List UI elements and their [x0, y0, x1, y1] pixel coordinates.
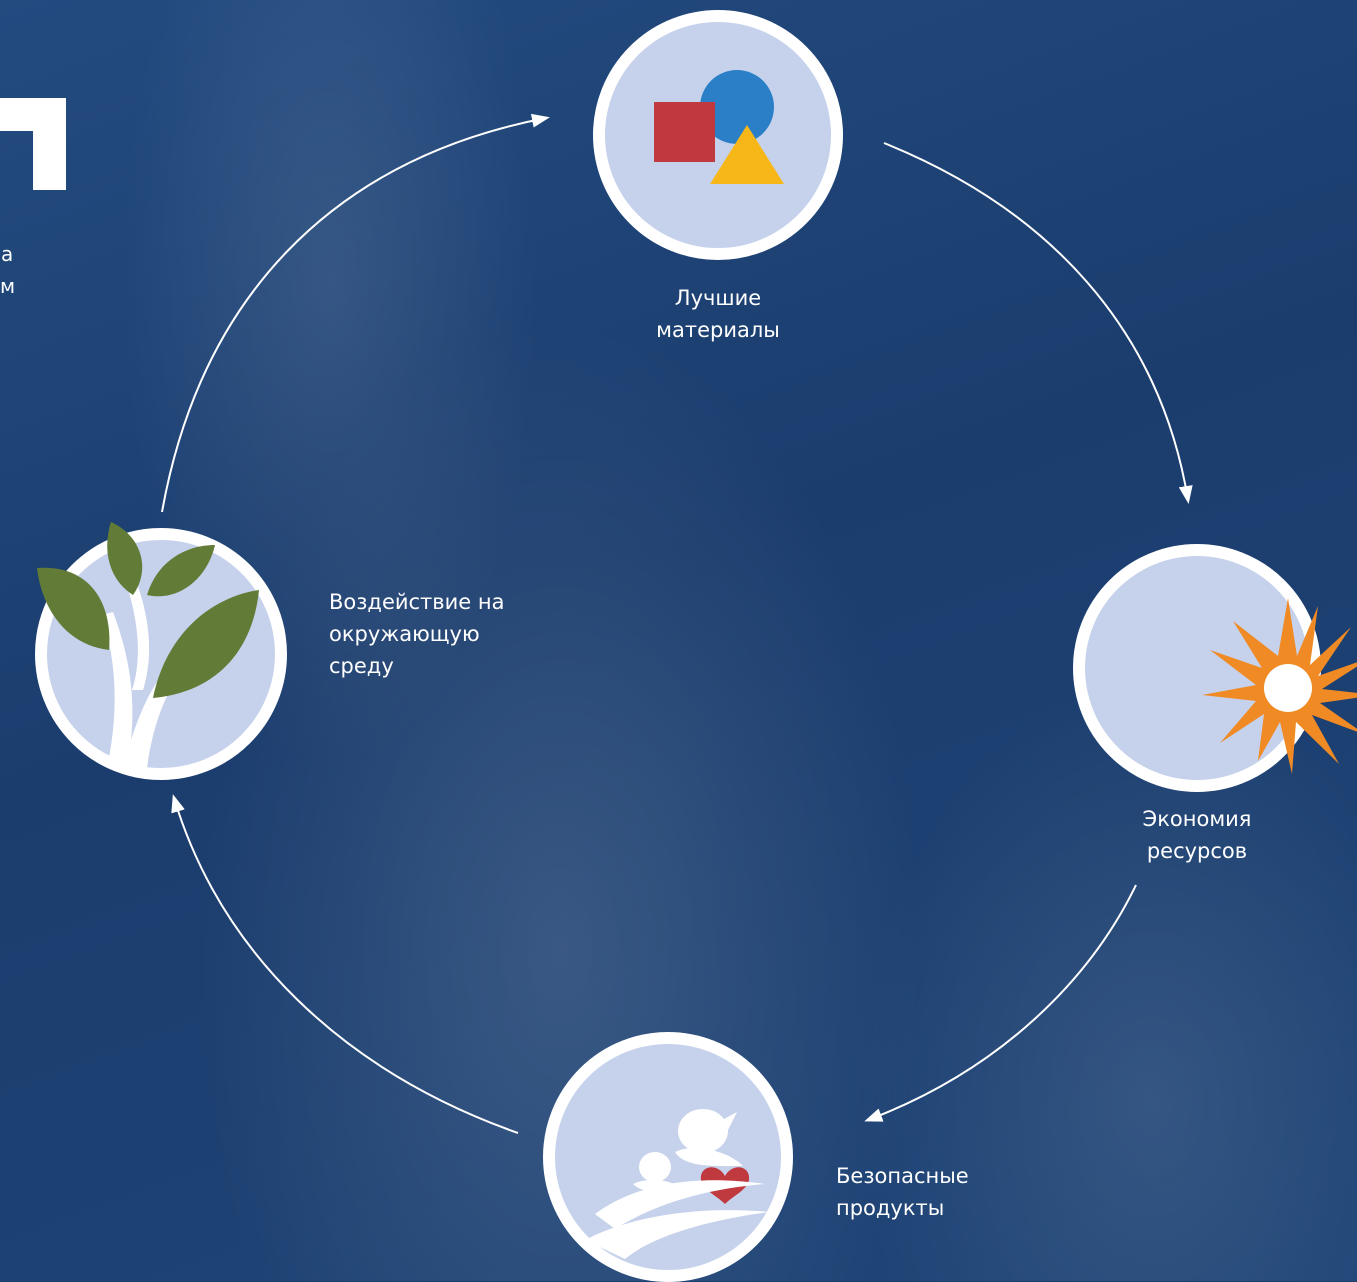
arrow-environment-to-materials [161, 113, 550, 513]
side-text-line-1: а [1, 242, 14, 266]
label-materials-line-1: Лучшие [674, 286, 762, 310]
label-materials: Лучшие материалы [618, 282, 818, 346]
label-resources-line-2: ресурсов [1146, 839, 1248, 863]
birds-heart-icon [585, 1109, 770, 1259]
label-resources: Экономия ресурсов [1097, 803, 1297, 867]
logo-fragment [0, 98, 66, 190]
node-materials [593, 10, 843, 260]
label-environment: Воздействие на окружающую среду [329, 586, 559, 682]
node-products [543, 1032, 793, 1282]
arrow-resources-to-products [864, 884, 1137, 1122]
tree-icon [37, 522, 259, 768]
shapes-icon [654, 70, 784, 184]
node-resources [1073, 544, 1357, 792]
label-products-line-1: Безопасные [836, 1164, 969, 1188]
arrow-products-to-environment [171, 794, 519, 1134]
sun-icon [1202, 598, 1357, 774]
label-products: Безопасные продукты [836, 1160, 1036, 1224]
label-resources-line-1: Экономия [1142, 807, 1252, 831]
label-environment-line-3: среду [329, 654, 394, 678]
node-environment [35, 522, 287, 780]
side-text-line-2: м [0, 274, 16, 298]
label-products-line-2: продукты [836, 1196, 945, 1220]
label-materials-line-2: материалы [656, 318, 780, 342]
label-environment-line-2: окружающую [329, 622, 480, 646]
label-environment-line-1: Воздействие на [329, 590, 505, 614]
arrow-materials-to-resources [883, 142, 1193, 504]
side-text: а м [0, 238, 15, 302]
